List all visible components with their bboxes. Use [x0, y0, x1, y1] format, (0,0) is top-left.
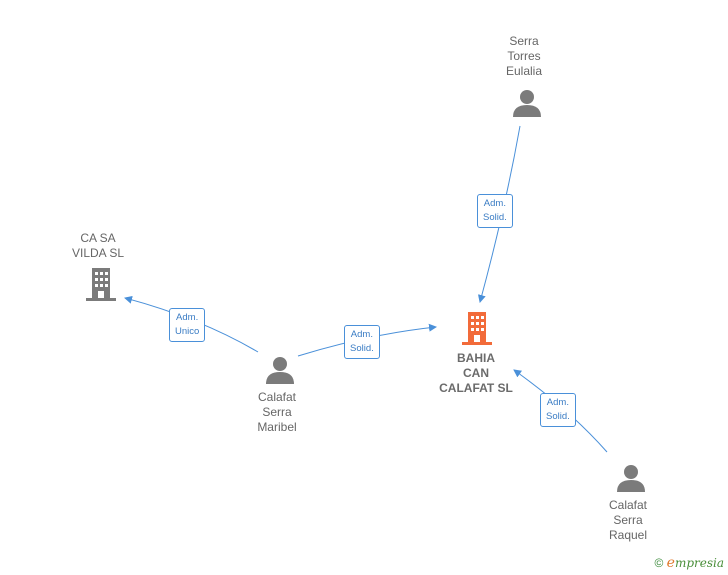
person-name-line: Torres: [507, 49, 541, 63]
person-name-line: Maribel: [257, 420, 297, 434]
edge-label-line: Adm.: [483, 198, 506, 209]
company-label-bahia-can-calafat: BAHIA CAN CALAFAT SL: [426, 351, 526, 396]
person-name-line: Serra: [262, 405, 292, 419]
edge-label-line: Adm.: [350, 329, 373, 340]
edge-label-line: Solid.: [546, 411, 570, 422]
person-icon[interactable]: [264, 355, 296, 385]
edge-label-line: Adm.: [546, 397, 569, 408]
person-icon[interactable]: [615, 463, 647, 493]
edge-label-adm-solid-raquel[interactable]: Adm. Solid.: [540, 393, 576, 427]
company-name-line: CA SA: [80, 231, 116, 245]
person-icon[interactable]: [511, 88, 543, 118]
brand-name: mpresia: [674, 556, 724, 570]
company-name-line: CALAFAT SL: [439, 381, 513, 395]
person-label-eulalia: Serra Torres Eulalia: [484, 34, 564, 79]
edge-label-line: Unico: [175, 326, 200, 337]
edge-label-line: Adm.: [176, 312, 199, 323]
edge-label-adm-solid-maribel[interactable]: Adm. Solid.: [344, 325, 380, 359]
person-label-maribel: Calafat Serra Maribel: [237, 390, 317, 435]
building-icon[interactable]: [84, 266, 118, 302]
edge-label-line: Solid.: [483, 212, 507, 223]
edge-label-adm-unico[interactable]: Adm. Unico: [169, 308, 206, 342]
focus-building-icon[interactable]: [460, 310, 494, 346]
person-name-line: Raquel: [608, 528, 648, 542]
edge-label-line: Solid.: [350, 343, 374, 354]
brand-footer: © empresia: [654, 555, 724, 571]
person-name-line: Eulalia: [505, 64, 543, 78]
company-name-line: CAN: [463, 366, 489, 380]
person-name-line: Serra: [613, 513, 643, 527]
copyright-icon: ©: [654, 556, 664, 570]
brand-initial: e: [666, 555, 675, 571]
person-label-raquel: Calafat Serra Raquel: [588, 498, 668, 543]
person-name-line: Calafat: [257, 390, 297, 404]
company-name-line: VILDA SL: [71, 246, 125, 260]
company-label-casa-vilda: CA SA VILDA SL: [58, 231, 138, 261]
company-name-line: BAHIA: [457, 351, 495, 365]
person-name-line: Serra: [509, 34, 539, 48]
person-name-line: Calafat: [608, 498, 648, 512]
edge-label-adm-solid-eulalia[interactable]: Adm. Solid.: [477, 194, 513, 228]
